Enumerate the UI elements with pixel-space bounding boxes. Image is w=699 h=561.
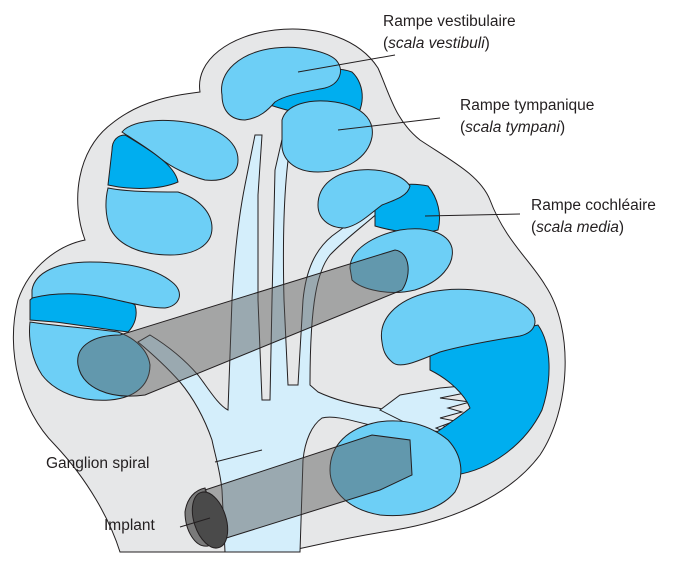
label-vestibuli-paren-close: ) — [485, 35, 490, 52]
label-media-paren-close: ) — [619, 219, 624, 236]
label-tympani-main: Rampe tympanique — [460, 97, 594, 114]
label-media-main: Rampe cochléaire — [531, 197, 656, 214]
label-media-latin: scala media — [536, 219, 619, 236]
label-ganglion-spiral: Ganglion spiral — [46, 455, 149, 472]
label-scala-vestibuli: Rampe vestibulaire (scala vestibuli) — [383, 13, 520, 52]
label-vestibuli-main: Rampe vestibulaire — [383, 13, 516, 30]
label-tympani-paren-close: ) — [560, 119, 565, 136]
label-tympani-latin: scala tympani — [465, 119, 560, 136]
label-scala-tympani: Rampe tympanique (scala tympani) — [460, 97, 599, 136]
label-scala-media: Rampe cochléaire (scala media) — [531, 197, 660, 236]
label-implant: Implant — [104, 517, 156, 534]
label-vestibuli-latin: scala vestibuli — [388, 35, 485, 52]
